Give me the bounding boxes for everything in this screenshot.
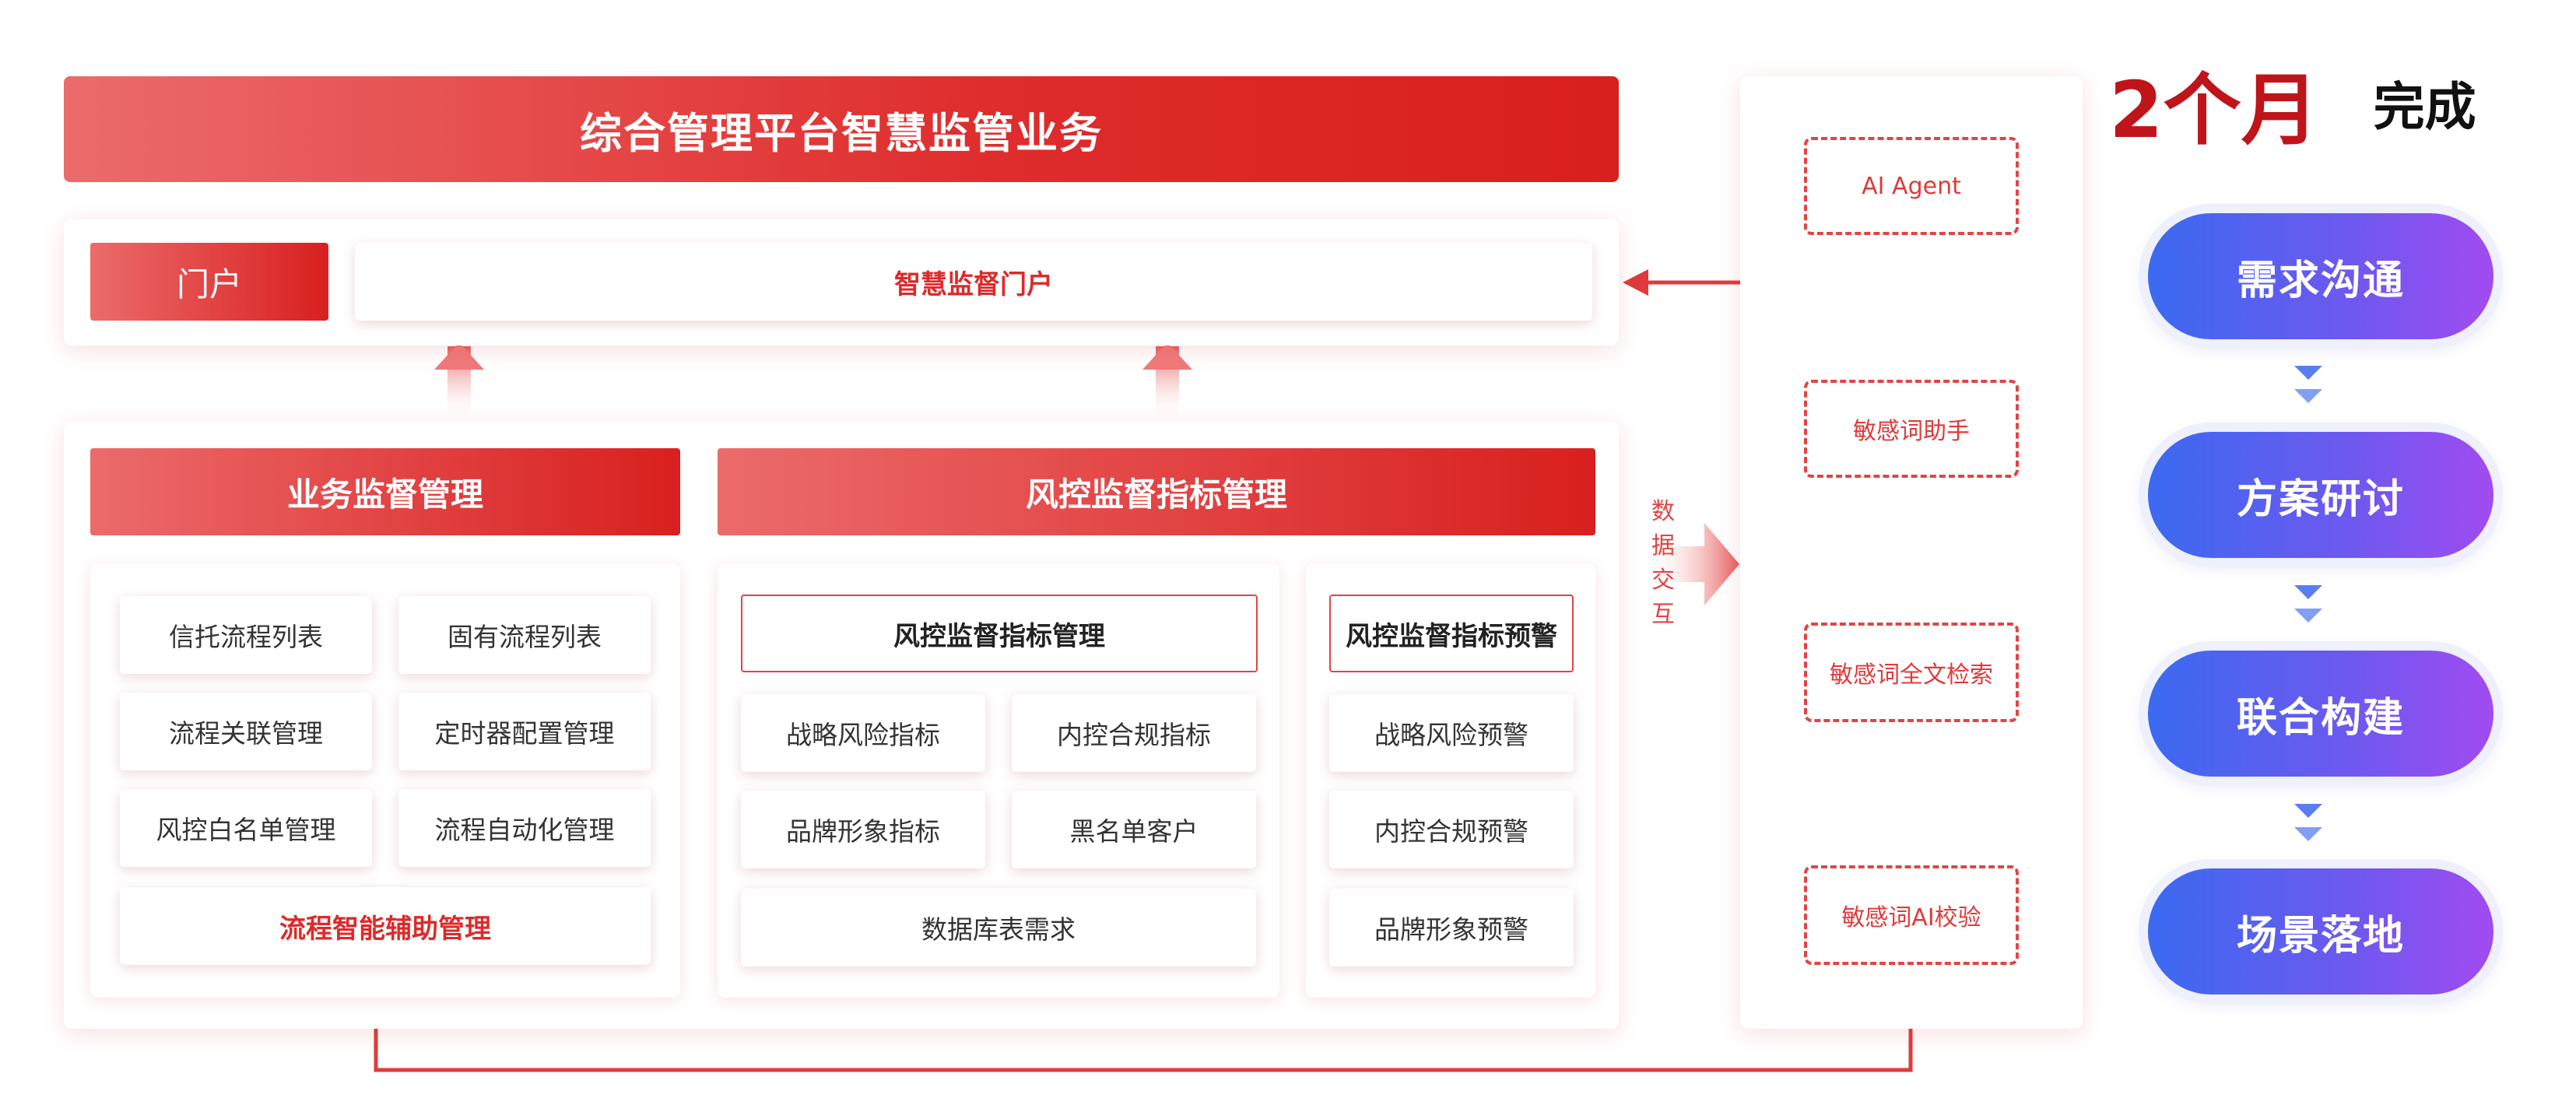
business-supervision-title: 业务监督管理 (90, 448, 680, 535)
proprietary-process-list[interactable]: 固有流程列表 (398, 596, 651, 674)
risk-control-title: 风控监督指标管理 (718, 448, 1595, 535)
step-scenario-landing: 场景落地 (2148, 868, 2494, 994)
duration-suffix: 完成 (2373, 77, 2476, 137)
blacklist-customer[interactable]: 黑名单客户 (1012, 791, 1256, 868)
up-arrow-left (447, 346, 471, 420)
data-exchange-char: 互 (1651, 601, 1675, 628)
data-exchange-char: 交 (1651, 567, 1675, 594)
process-smart-assist-management[interactable]: 流程智能辅助管理 (120, 887, 651, 965)
internal-compliance-warning[interactable]: 内控合规预警 (1329, 791, 1574, 868)
banner-title: 综合管理平台智慧监管业务 (64, 76, 1619, 182)
data-exchange-char: 数 (1651, 498, 1675, 525)
process-automation-management[interactable]: 流程自动化管理 (398, 789, 651, 867)
step-joint-construction: 联合构建 (2148, 651, 2494, 777)
timeline-header: 2个月 完成 (2109, 56, 2568, 156)
strategic-risk-warning[interactable]: 战略风险预警 (1329, 694, 1574, 772)
step-chevron-1 (2294, 366, 2322, 403)
trust-process-list[interactable]: 信托流程列表 (120, 596, 372, 674)
risk-warning-subtitle: 风控监督指标预警 (1329, 595, 1574, 672)
risk-whitelist-management[interactable]: 风控白名单管理 (120, 789, 372, 867)
process-association-management[interactable]: 流程关联管理 (120, 693, 372, 770)
up-arrow-right-head (1142, 342, 1192, 370)
sensitive-word-assistant[interactable]: 敏感词助手 (1804, 380, 2019, 478)
data-exchange-label: 数 据 交 互 (1651, 495, 1683, 632)
step-chevron-3 (2294, 804, 2322, 841)
portal-label: 门户 (90, 243, 328, 321)
risk-indicator-subtitle: 风控监督指标管理 (741, 595, 1258, 672)
step-solution-discussion: 方案研讨 (2148, 432, 2494, 558)
up-arrow-right (1156, 346, 1179, 420)
up-arrow-left-head (434, 342, 484, 370)
step-requirement-communication: 需求沟通 (2148, 213, 2494, 339)
sensitive-word-ai-check[interactable]: 敏感词AI校验 (1804, 865, 2019, 965)
brand-image-indicator[interactable]: 品牌形象指标 (741, 791, 985, 868)
brand-image-warning[interactable]: 品牌形象预警 (1329, 889, 1574, 966)
search-to-portal-arrowhead (1623, 269, 1648, 296)
ai-agent-box[interactable]: AI Agent (1804, 137, 2019, 235)
data-exchange-char: 据 (1651, 532, 1675, 560)
internal-compliance-indicator[interactable]: 内控合规指标 (1012, 694, 1256, 772)
timer-config-management[interactable]: 定时器配置管理 (398, 693, 651, 770)
duration-text: 2个月 (2109, 64, 2319, 156)
sensitive-word-fulltext-search[interactable]: 敏感词全文检索 (1804, 623, 2019, 722)
step-chevron-2 (2294, 585, 2322, 623)
smart-supervision-portal[interactable]: 智慧监督门户 (355, 243, 1592, 321)
strategic-risk-indicator[interactable]: 战略风险指标 (741, 694, 985, 772)
database-table-requirement[interactable]: 数据库表需求 (741, 889, 1256, 966)
